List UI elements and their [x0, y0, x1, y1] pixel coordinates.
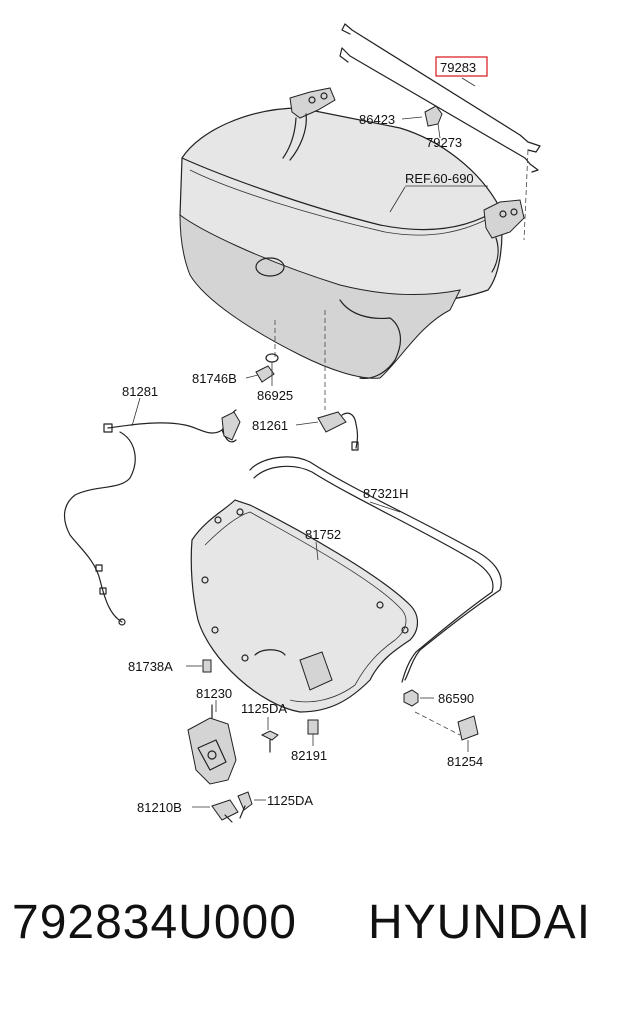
label-81230: 81230	[196, 686, 232, 701]
latch-81230	[187, 704, 237, 785]
brand-name: HYUNDAI	[368, 896, 592, 949]
connector-82191	[307, 719, 319, 735]
bracket-79273	[424, 105, 443, 127]
label-1125DA-upper: 1125DA	[241, 701, 287, 716]
emblem-recess	[255, 257, 285, 277]
bolt-1125DA-upper	[260, 730, 279, 753]
label-86925: 86925	[257, 388, 293, 403]
footer: 792834U000 HYUNDAI	[0, 895, 620, 985]
switch-81254	[414, 711, 479, 741]
part-number: 792834U000	[12, 896, 297, 949]
label-81210B: 81210B	[137, 800, 182, 815]
fastener-81738A	[202, 659, 212, 673]
label-81746B: 81746B	[192, 371, 237, 386]
torsion-bar-79283	[339, 23, 541, 241]
clip-81746B	[255, 365, 275, 383]
right-hinge	[483, 199, 525, 273]
striker-81210B	[211, 799, 239, 823]
label-86423: 86423	[359, 112, 395, 127]
label-79273: 79273	[426, 135, 462, 150]
grommet-86925	[265, 353, 279, 363]
highlight-box-79283	[435, 56, 488, 77]
nut-86590	[403, 689, 419, 707]
label-81261: 81261	[252, 418, 288, 433]
label-ref-60-690: REF.60-690	[405, 171, 474, 186]
label-87321H: 87321H	[363, 486, 409, 501]
left-hinge	[282, 87, 336, 161]
weatherstrip-87321H	[249, 456, 502, 683]
label-86590: 86590	[438, 691, 474, 706]
trim-panel-81752	[190, 499, 419, 713]
release-cable-81281	[64, 409, 241, 626]
label-79283: 79283	[440, 60, 476, 75]
label-81752: 81752	[305, 527, 341, 542]
trunk-lid	[179, 107, 503, 380]
label-1125DA-lower: 1125DA	[267, 793, 313, 808]
label-82191: 82191	[291, 748, 327, 763]
label-81254: 81254	[447, 754, 483, 769]
label-81738A: 81738A	[128, 659, 173, 674]
trunk-lamp-81261	[317, 411, 359, 451]
trunk-lid-parts-diagram: 79283 86423 79273 REF.60-690 81746B 8692…	[64, 23, 541, 823]
bolt-1125DA-lower	[237, 791, 253, 819]
label-81281: 81281	[122, 384, 158, 399]
